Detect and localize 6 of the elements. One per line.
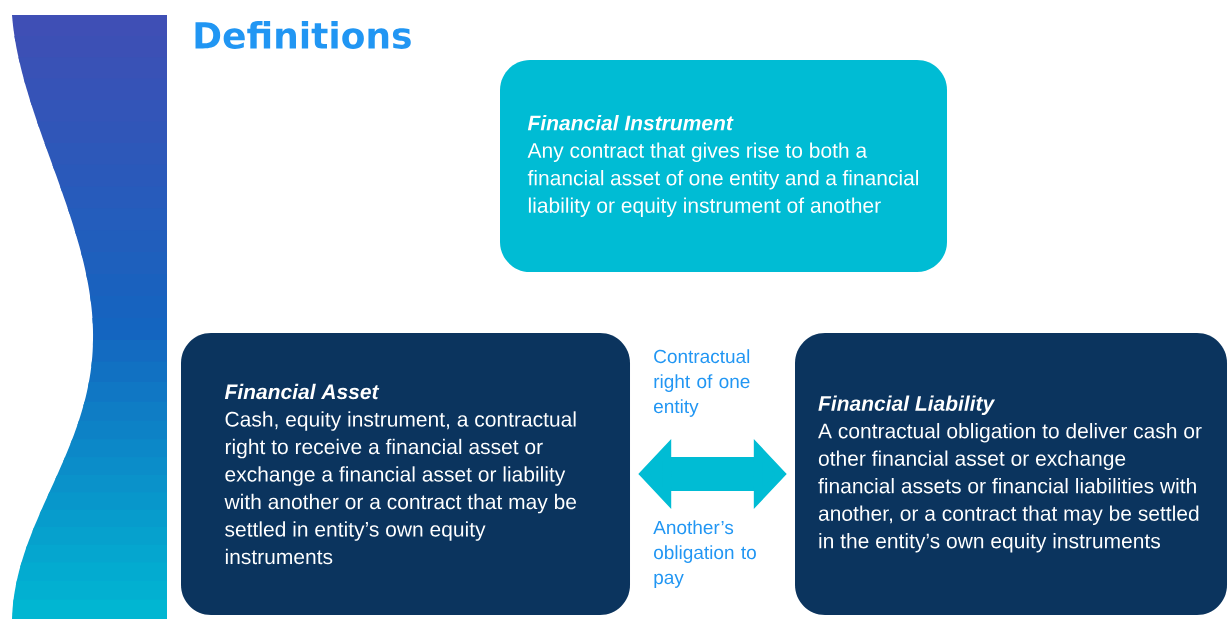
definition-box: Financial Liability A contractual obligation to deliver cash or other financial asset or exchange financial assets or financial liabilities with another, or a contract that may be settled in the entity’s own equity instruments <box>795 333 1227 615</box>
arrow-caption: Contractual right of one entity <box>654 349 750 417</box>
title: Definitions <box>195 21 411 49</box>
definition-box: Financial Asset Cash, equity instrument, a contractual right to receive a financial asset or exchange a financial asset or liability with another or a contract that may be settled in entity’s own equity instruments <box>181 333 630 615</box>
arrow-caption: Another’s obligation to pay <box>653 520 756 588</box>
definition-box: Financial Instrument Any contract that gives rise to both a financial asset of one entity and a financial liability or equity instrument of another <box>500 60 947 272</box>
